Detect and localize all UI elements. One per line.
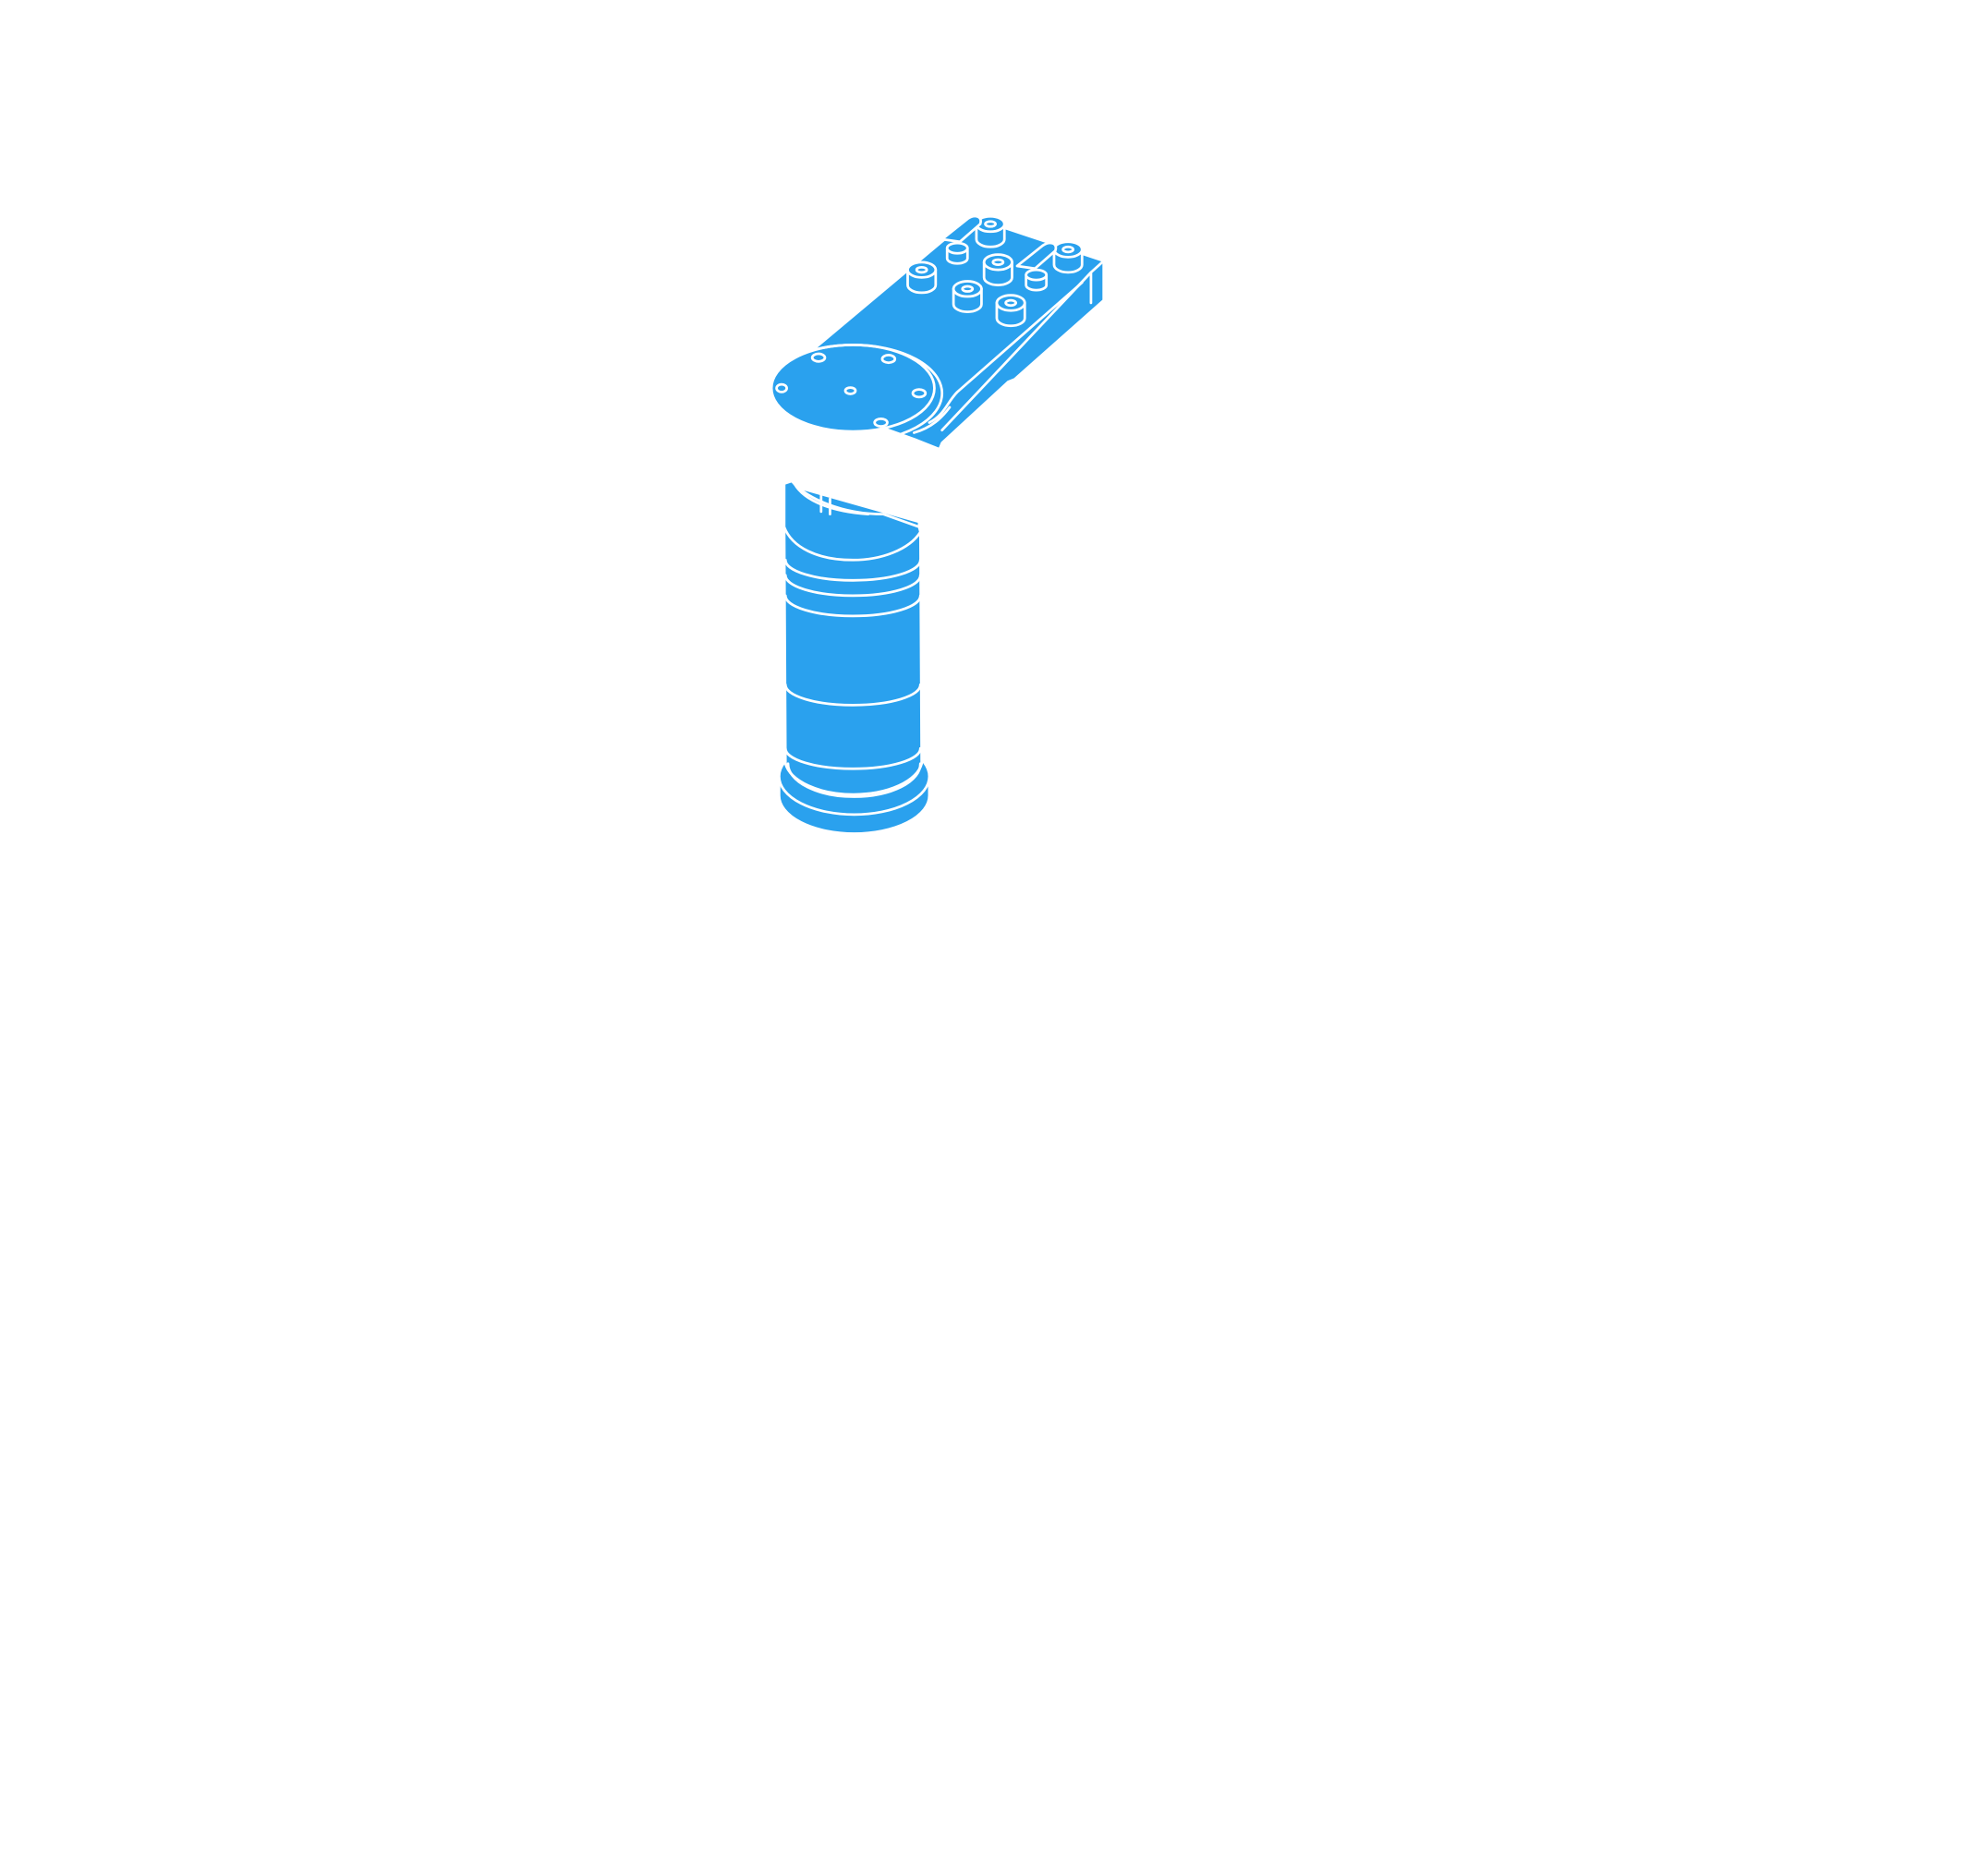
bolt-hole xyxy=(810,352,827,363)
port-fitting xyxy=(906,260,938,295)
cylinder-top-cut xyxy=(782,479,922,562)
port-fitting xyxy=(945,241,969,265)
port-fitting xyxy=(995,294,1026,328)
port-fitting xyxy=(952,280,983,313)
port-fitting xyxy=(975,214,1006,248)
cylinder-body xyxy=(777,479,931,835)
clamp-bracket xyxy=(940,214,982,244)
cylinder-band xyxy=(783,594,922,618)
cylinder-band xyxy=(786,762,922,798)
cylinder-band xyxy=(783,746,922,770)
cylinder-assembly-icon xyxy=(762,214,1106,835)
port-fitting xyxy=(1025,268,1049,292)
bolt-hole xyxy=(911,388,928,399)
plate-flange-rim xyxy=(762,344,944,443)
cylinder-band xyxy=(783,683,922,707)
plate-groove xyxy=(913,281,1084,434)
cylinder-inner-detail xyxy=(793,482,895,516)
mounting-plate xyxy=(762,214,1106,451)
bolt-hole xyxy=(843,386,857,395)
port-fitting xyxy=(1052,240,1084,274)
clamp-bracket xyxy=(1015,241,1058,271)
bolt-hole xyxy=(880,354,897,365)
plate-side-edge xyxy=(940,260,1106,432)
bolt-hole xyxy=(873,417,889,428)
port-fittings xyxy=(906,214,1084,328)
port-fitting xyxy=(982,253,1013,286)
bolt-hole xyxy=(775,382,788,393)
cylinder-band xyxy=(783,574,922,598)
cylinder-band xyxy=(783,558,922,582)
